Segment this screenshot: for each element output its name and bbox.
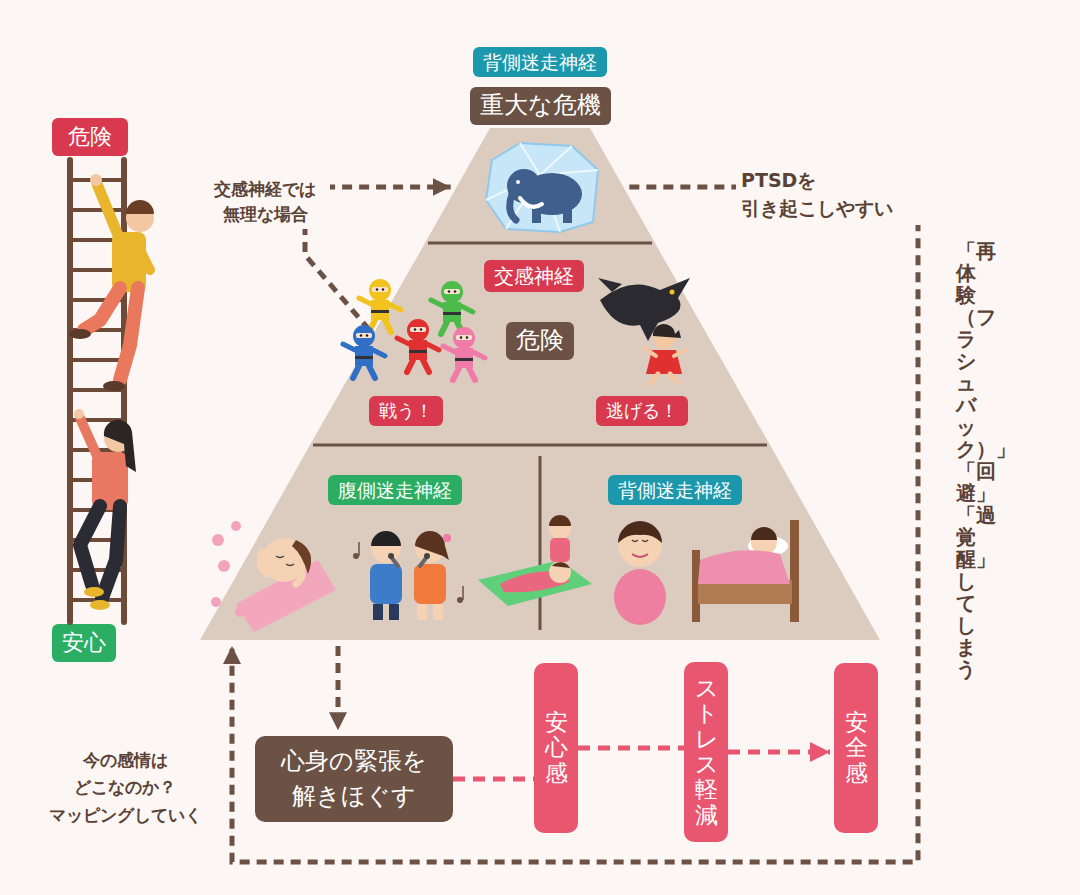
danger-tier: 交感神経危険戦う！ 逃げる！ <box>310 243 770 445</box>
box-text: ストレス軽減 <box>695 676 718 828</box>
release-box: 心身の緊張を 解きほぐす <box>255 736 453 822</box>
bed-scene <box>692 520 799 622</box>
tier-badge: 戦う！ <box>369 396 443 425</box>
tier-badge: 背側迷走神経 <box>473 47 607 78</box>
tier-fill <box>425 128 655 243</box>
edge-label: PTSDを 引き起こしやすい <box>736 165 941 224</box>
tier-dividers <box>313 243 767 630</box>
safety-badge: 安心 <box>52 624 116 662</box>
spa-lady <box>211 521 336 632</box>
crow-and-girl <box>598 278 690 384</box>
box-text: 安全感 <box>845 710 868 786</box>
result-pill: 安心感 <box>534 663 578 833</box>
tier-fill <box>310 243 770 445</box>
dashed-arrow <box>578 746 684 751</box>
tier-badge: 背側迷走神経 <box>608 475 742 506</box>
box-text: 心身の緊張を 解きほぐす <box>269 744 439 814</box>
ventral-tier: 腹側迷走神経 <box>200 445 540 640</box>
climber-man <box>69 174 154 391</box>
dashed-arrow <box>453 777 534 782</box>
ninja-team <box>343 279 485 380</box>
box-text: 危険 <box>68 121 112 153</box>
crisis-tier: 背側迷走神経重大な危機 <box>425 40 655 243</box>
tier-badge: 重大な危機 <box>470 87 611 124</box>
danger-badge: 危険 <box>52 118 128 156</box>
tier-badge: 危険 <box>506 322 574 359</box>
tier-fill <box>200 445 540 640</box>
massage-scene <box>478 515 592 606</box>
dashed-arrow <box>728 750 830 755</box>
result-pill: 安全感 <box>834 663 878 833</box>
ladder <box>70 160 124 622</box>
box-text: 安心 <box>62 627 106 659</box>
result-pill: ストレス軽減 <box>684 662 728 842</box>
tier-badge: 逃げる！ <box>596 396 688 425</box>
side-note: 今の感情は どこなのか？ マッピングしていく <box>40 747 210 829</box>
tier-fill <box>540 445 880 640</box>
singing-kids <box>353 531 463 620</box>
frozen-mammoth <box>486 143 598 232</box>
climber-woman <box>74 409 136 610</box>
tier-badge: 交感神経 <box>484 260 584 292</box>
tier-badge: 腹側迷走神経 <box>328 475 462 506</box>
box-text: 安心感 <box>545 710 568 786</box>
resting-woman <box>614 521 666 625</box>
dashed-arrow <box>336 646 341 730</box>
vertical-note: 「再体験（フラシュバック）」「回避」「過覚醒」してしまう <box>956 240 976 680</box>
dorsal-rest-tier: 背側迷走神経 <box>540 445 880 640</box>
edge-label: 交感神経では 無理な場合 <box>200 175 330 228</box>
